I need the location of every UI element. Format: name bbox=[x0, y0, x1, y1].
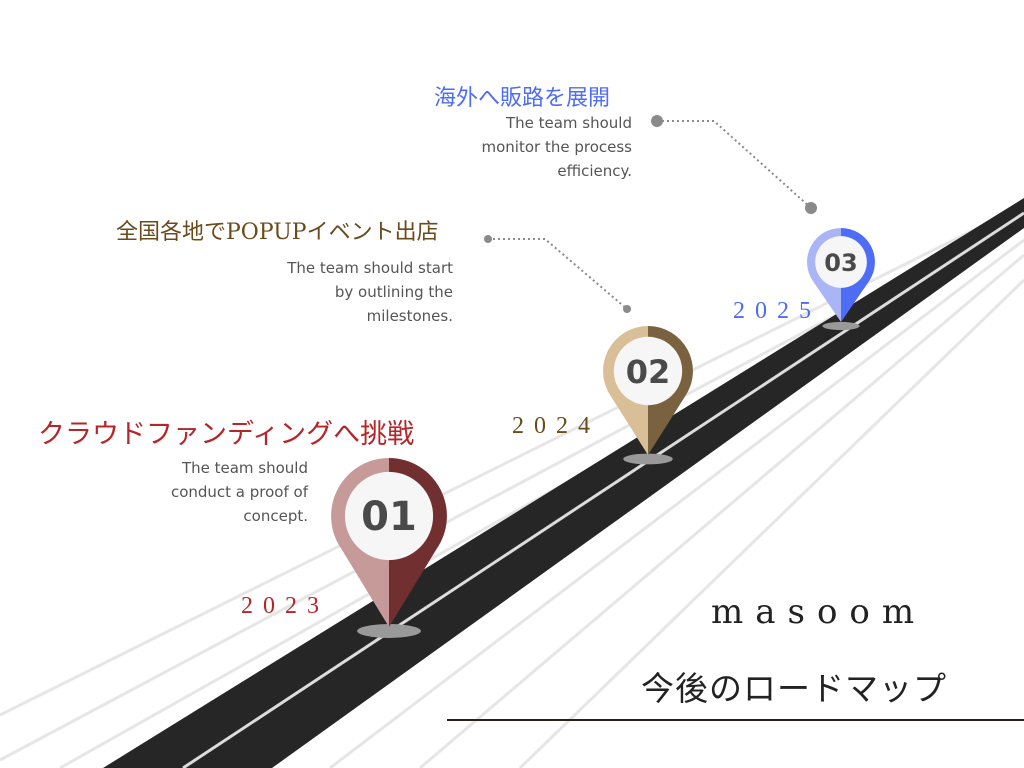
connectors bbox=[488, 120, 812, 310]
desc-line: by outlining the bbox=[334, 283, 453, 301]
road-center-line bbox=[182, 211, 1024, 768]
milestone-3-number: 03 bbox=[824, 249, 857, 277]
divider bbox=[447, 719, 1024, 721]
pin-inner-circle bbox=[613, 336, 683, 406]
pin-inner-circle bbox=[344, 471, 434, 561]
milestone-2-year: 2024 bbox=[512, 413, 600, 439]
desc-line: The team should bbox=[505, 114, 632, 132]
brand-name: masoom bbox=[711, 592, 927, 632]
desc-line: monitor the process bbox=[481, 138, 632, 156]
road bbox=[103, 198, 1024, 768]
milestone-2-description: The team should start by outlining the m… bbox=[287, 256, 453, 328]
connector-dot bbox=[484, 235, 492, 243]
desc-line: milestones. bbox=[366, 307, 453, 325]
milestone-3-year: 2025 bbox=[733, 298, 821, 324]
roadmap-subtitle: 今後のロードマップ bbox=[641, 669, 947, 708]
milestone-2-title: 全国各地でPOPUPイベント出店 bbox=[116, 220, 439, 245]
connector-dot bbox=[651, 115, 663, 127]
pin-inner-circle bbox=[815, 236, 867, 288]
pin-shadow bbox=[822, 321, 860, 331]
desc-line: efficiency. bbox=[557, 162, 632, 180]
desc-line: The team should start bbox=[287, 259, 453, 277]
milestone-3-title: 海外へ販路を展開 bbox=[434, 86, 611, 111]
desc-line: concept. bbox=[243, 507, 308, 525]
milestone-3-description: The team should monitor the process effi… bbox=[482, 111, 632, 183]
pin-shadow bbox=[357, 624, 421, 638]
milestone-1-title: クラウドファンディングへ挑戦 bbox=[38, 419, 415, 450]
milestone-1-year: 2023 bbox=[241, 593, 329, 619]
pin-shadow bbox=[623, 453, 673, 465]
desc-line: The team should bbox=[181, 459, 308, 477]
connector-dot bbox=[805, 202, 817, 214]
milestone-1-description: The team should conduct a proof of conce… bbox=[171, 456, 308, 528]
milestone-1-number: 01 bbox=[361, 494, 417, 540]
desc-line: conduct a proof of bbox=[170, 483, 308, 501]
connector-dot bbox=[623, 305, 631, 313]
milestone-2-number: 02 bbox=[626, 353, 671, 391]
